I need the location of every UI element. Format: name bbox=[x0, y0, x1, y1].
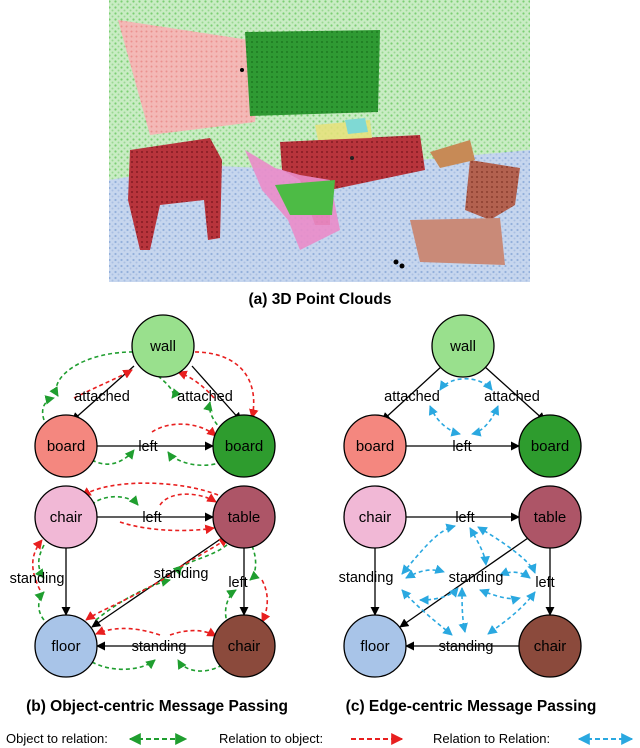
node-label: board bbox=[356, 438, 394, 455]
panel-b-graph: wall board board chair table floor chair… bbox=[10, 314, 276, 678]
edge-label: left bbox=[455, 510, 474, 526]
node-chair-top-b bbox=[34, 485, 98, 549]
node-label: table bbox=[534, 509, 567, 526]
edge-label: standing bbox=[339, 570, 394, 586]
node-label: chair bbox=[50, 509, 83, 526]
node-label: chair bbox=[534, 638, 567, 655]
edge-label: left bbox=[535, 575, 554, 591]
node-floor-c bbox=[343, 614, 407, 678]
legend-relation-to-relation: Relation to Relation: bbox=[433, 731, 550, 746]
panel-b-caption: (b) Object-centric Message Passing bbox=[26, 698, 288, 715]
edge-label: standing bbox=[449, 570, 504, 586]
edge-label: standing bbox=[132, 639, 187, 655]
edge-board-wall-b2 bbox=[191, 365, 242, 422]
node-label: chair bbox=[359, 509, 392, 526]
edge-label: left bbox=[142, 510, 161, 526]
node-chair-top-c bbox=[343, 485, 407, 549]
panel-a-caption: (a) 3D Point Clouds bbox=[249, 291, 392, 308]
node-table-c bbox=[518, 485, 582, 549]
point-cloud-image bbox=[109, 0, 530, 282]
node-label: board bbox=[531, 438, 569, 455]
node-label: wall bbox=[149, 338, 176, 355]
node-label: floor bbox=[51, 638, 80, 655]
node-board-right-b bbox=[212, 414, 276, 478]
panel-c-graph: wall board board chair table floor chair… bbox=[339, 314, 582, 678]
node-wall-b bbox=[131, 314, 195, 378]
node-label: chair bbox=[228, 638, 261, 655]
node-chair-bottom-c bbox=[518, 614, 582, 678]
node-board-left-b bbox=[34, 414, 98, 478]
node-board-right-c bbox=[518, 414, 582, 478]
node-label: table bbox=[228, 509, 261, 526]
node-chair-bottom-b bbox=[212, 614, 276, 678]
legend-object-to-relation: Object to relation: bbox=[6, 731, 108, 746]
legend: Object to relation: Relation to object: … bbox=[6, 731, 634, 746]
node-wall-c bbox=[431, 314, 495, 378]
edge-label: attached bbox=[177, 389, 233, 405]
edge-label: attached bbox=[74, 389, 130, 405]
node-label: wall bbox=[449, 338, 476, 355]
edge-label: attached bbox=[384, 389, 440, 405]
node-floor-b bbox=[34, 614, 98, 678]
panel-c-caption: (c) Edge-centric Message Passing bbox=[346, 698, 597, 715]
edge-label: standing bbox=[154, 566, 209, 582]
edge-label: left bbox=[228, 575, 247, 591]
edge-label: standing bbox=[10, 571, 65, 587]
node-label: board bbox=[225, 438, 263, 455]
legend-relation-to-object: Relation to object: bbox=[219, 731, 323, 746]
node-board-left-c bbox=[343, 414, 407, 478]
node-label: board bbox=[47, 438, 85, 455]
edge-label: standing bbox=[439, 639, 494, 655]
node-table-b bbox=[212, 485, 276, 549]
edge-label: left bbox=[452, 439, 471, 455]
node-label: floor bbox=[360, 638, 389, 655]
edge-label: left bbox=[138, 439, 157, 455]
edge-label: attached bbox=[484, 389, 540, 405]
